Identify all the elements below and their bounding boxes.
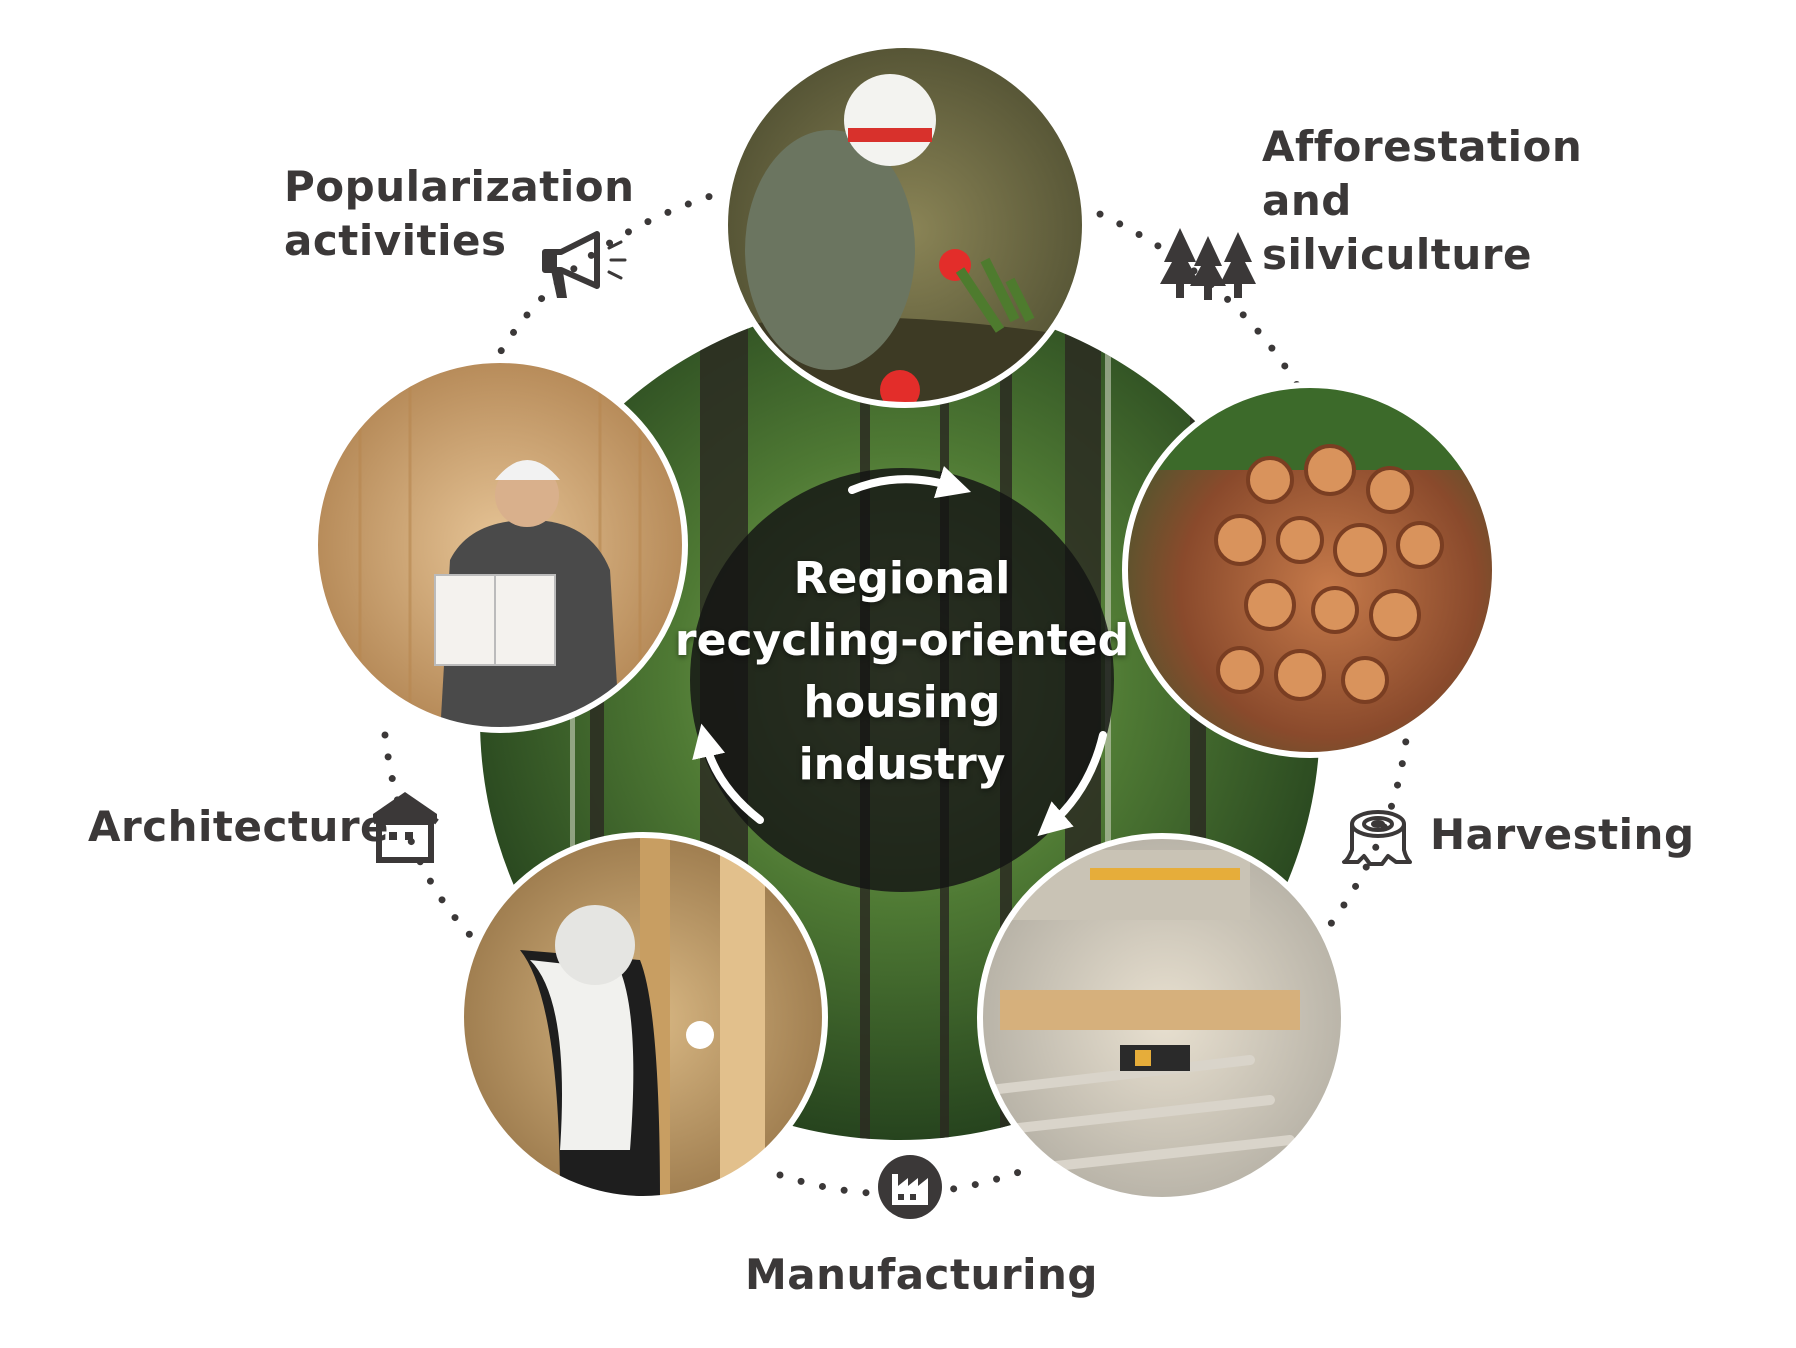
stage-label-afforestation: Afforestation and silviculture: [1262, 120, 1582, 282]
stage-label-manufacturing: Manufacturing: [745, 1248, 1098, 1302]
tree-stump-icon: [1344, 812, 1410, 864]
center-title: Regional recycling-oriented housing indu…: [660, 548, 1144, 796]
dotted-connector: [385, 735, 470, 935]
trees-icon: [1160, 228, 1256, 300]
stage-label-popularization: Popularization activities: [284, 160, 634, 268]
stage-label-harvesting: Harvesting: [1430, 808, 1695, 862]
photo-sawmill: [975, 830, 1355, 1210]
stage-label-architecture: Architecture: [88, 800, 389, 854]
factory-icon: [878, 1155, 942, 1219]
